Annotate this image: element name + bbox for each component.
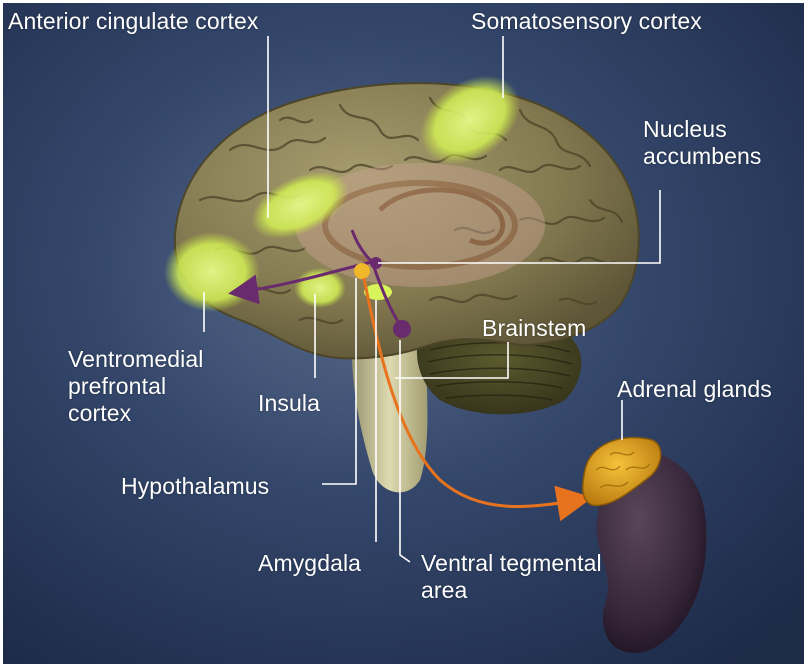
- label-ventromedial-prefrontal-cortex: Ventromedial prefrontal cortex: [68, 346, 203, 427]
- label-anterior-cingulate-cortex: Anterior cingulate cortex: [8, 8, 259, 35]
- label-amygdala: Amygdala: [258, 550, 361, 577]
- label-ventral-tegmental-area: Ventral tegmental area: [421, 550, 602, 604]
- label-adrenal-glands: Adrenal glands: [617, 376, 772, 403]
- label-nucleus-accumbens: Nucleus accumbens: [643, 116, 762, 170]
- vmpfc-highlight: [164, 232, 260, 312]
- label-vmpfc-line-3: cortex: [68, 400, 203, 427]
- vta-node: [393, 320, 411, 338]
- label-vmpfc-line-2: prefrontal: [68, 373, 203, 400]
- label-vmpfc-line-1: Ventromedial: [68, 346, 203, 373]
- label-vta-line-1: Ventral tegmental: [421, 550, 602, 577]
- label-vta-line-2: area: [421, 577, 602, 604]
- label-brainstem: Brainstem: [482, 315, 586, 342]
- hypothalamus-node: [354, 263, 370, 279]
- label-somatosensory-cortex: Somatosensory cortex: [471, 8, 702, 35]
- label-hypothalamus: Hypothalamus: [121, 473, 269, 500]
- label-nucleus-accumbens-line-2: accumbens: [643, 143, 762, 170]
- label-insula: Insula: [258, 390, 320, 417]
- label-nucleus-accumbens-line-1: Nucleus: [643, 116, 762, 143]
